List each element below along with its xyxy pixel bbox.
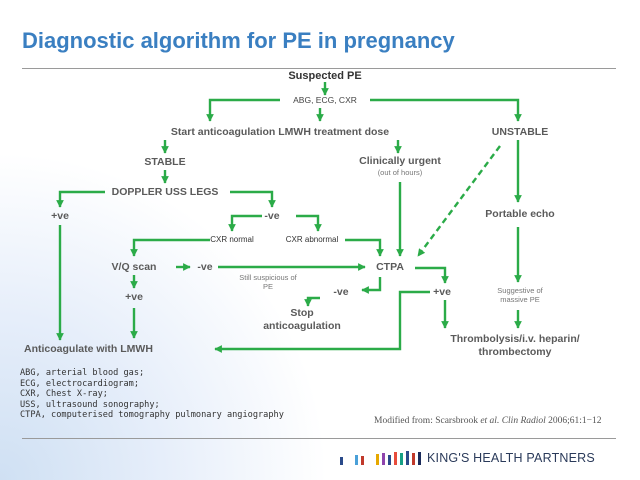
thrombolysis-line-1: Thrombolysis/i.v. heparin/ bbox=[450, 333, 580, 345]
node-ctpa: CTPA bbox=[376, 261, 404, 273]
node-suspected-pe: Suspected PE bbox=[288, 70, 362, 82]
node-start-anticoagulation: Start anticoagulation LMWH treatment dos… bbox=[170, 126, 390, 138]
node-negative-ctpa: -ve bbox=[333, 286, 349, 298]
arrow-ctpa-to-pos bbox=[415, 266, 449, 284]
note-suggestive-massive-pe: Suggestive of massive PE bbox=[497, 286, 542, 304]
note-still-suspicious: Still suspicious of PE bbox=[239, 273, 297, 291]
abbreviation-item: USS, ultrasound sonography; bbox=[20, 399, 160, 410]
node-clinically-urgent: Clinically urgent (out of hours) bbox=[359, 156, 441, 178]
node-cxr-abnormal: CXR abnormal bbox=[285, 235, 339, 244]
arrow-neg-to-cxr-abnormal bbox=[296, 214, 322, 232]
citation: Modified from: Scarsbrook et al. Clin Ra… bbox=[374, 416, 602, 426]
citation-prefix: Modified from: Scarsbrook bbox=[374, 416, 481, 426]
abbreviations-list: ABG, arterial blood gas; ECG, electrocar… bbox=[20, 368, 284, 421]
node-doppler-uss-legs: DOPPLER USS LEGS bbox=[111, 186, 219, 198]
arrow-abg-to-start-left bbox=[206, 98, 280, 122]
node-stable: STABLE bbox=[144, 156, 186, 168]
arrow-doppler-to-pos bbox=[56, 190, 105, 208]
citation-journal: Clin Radiol bbox=[501, 416, 546, 426]
node-stop-anticoagulation: Stop anticoagulation bbox=[263, 307, 341, 333]
logo-bars-icon bbox=[340, 451, 421, 465]
stop-line-2: anticoagulation bbox=[263, 320, 341, 332]
node-thrombolysis: Thrombolysis/i.v. heparin/ thrombectomy bbox=[450, 333, 579, 359]
abbreviation-item: CTPA, computerised tomography pulmonary … bbox=[20, 410, 284, 420]
bottom-divider bbox=[22, 438, 616, 439]
page-title: Diagnostic algorithm for PE in pregnancy bbox=[22, 28, 455, 53]
arrow-neg-to-stop bbox=[304, 296, 320, 307]
top-divider bbox=[22, 68, 616, 69]
clinically-urgent-label: Clinically urgent bbox=[359, 155, 441, 167]
abbreviation-item: ECG, electrocardiogram; bbox=[20, 378, 139, 389]
node-negative-vq: -ve bbox=[197, 261, 213, 273]
node-positive-left: +ve bbox=[51, 210, 69, 222]
arrow-doppler-to-neg bbox=[230, 190, 276, 208]
node-anticoagulate-lmwh: Anticoagulate with LMWH bbox=[24, 343, 153, 355]
abbreviation-item: ABG, arterial blood gas; bbox=[20, 368, 145, 378]
kings-health-partners-logo: KING'S HEALTH PARTNERS bbox=[340, 449, 595, 467]
node-positive-ctpa: +ve bbox=[433, 286, 451, 298]
node-vq-scan: V/Q scan bbox=[111, 261, 157, 273]
suggestive-line-2: massive PE bbox=[500, 295, 540, 304]
node-positive-vq: +ve bbox=[125, 291, 143, 303]
dashed-arrow-unstable-to-ctpa bbox=[417, 145, 501, 257]
clinically-urgent-note: (out of hours) bbox=[377, 168, 423, 177]
abbreviation-item: CXR, Chest X-ray; bbox=[20, 389, 108, 399]
citation-etal: et al. bbox=[480, 416, 500, 426]
stop-line-1: Stop bbox=[290, 307, 314, 319]
thrombolysis-line-2: thrombectomy bbox=[478, 346, 552, 358]
suggestive-line-1: Suggestive of bbox=[497, 286, 543, 295]
arrow-neg-to-cxr-normal bbox=[228, 214, 262, 232]
citation-suffix: 2006;61:1−12 bbox=[545, 416, 602, 426]
arrow-pos-to-anticoagulate-3 bbox=[214, 290, 430, 353]
node-abg-ecg-cxr: ABG, ECG, CXR bbox=[293, 95, 357, 105]
logo-name: KING'S HEALTH PARTNERS bbox=[427, 451, 595, 465]
arrow-ctpa-to-neg bbox=[361, 277, 382, 294]
still-suspicious-line-1: Still suspicious of bbox=[239, 273, 297, 282]
node-cxr-normal: CXR normal bbox=[210, 235, 254, 244]
arrow-abg-to-unstable bbox=[370, 98, 522, 122]
still-suspicious-line-2: PE bbox=[262, 282, 273, 291]
node-negative-doppler: -ve bbox=[264, 210, 280, 222]
arrow-cxr-normal-to-vq bbox=[130, 238, 210, 257]
node-portable-echo: Portable echo bbox=[485, 208, 555, 220]
node-unstable: UNSTABLE bbox=[491, 126, 549, 138]
arrow-cxr-abnormal-to-ctpa bbox=[345, 238, 384, 257]
